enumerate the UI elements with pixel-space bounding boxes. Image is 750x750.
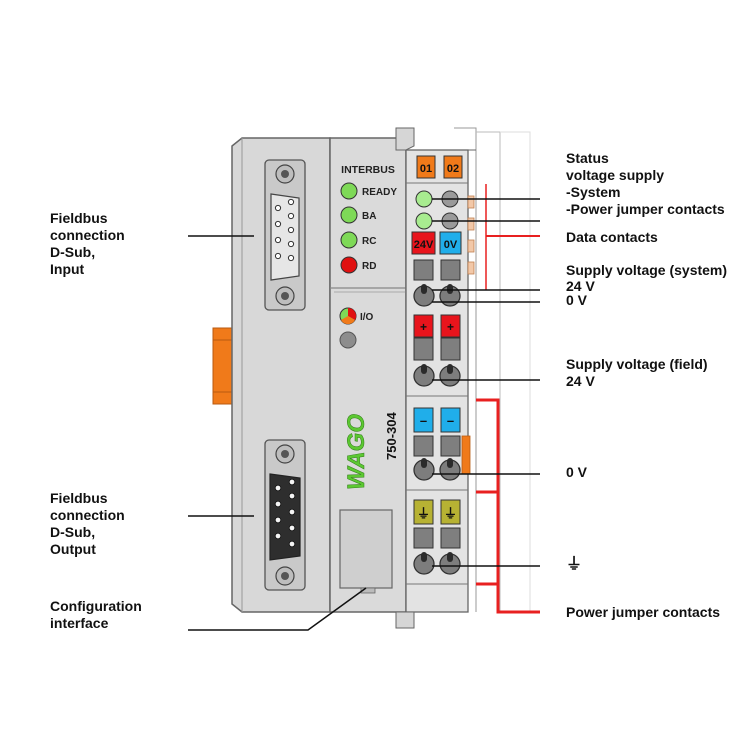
label-data-contacts: Data contacts [566,229,658,245]
label-supply-field: Supply voltage (field) 24 V [566,356,708,389]
configuration-interface-port [339,509,393,594]
ba-led [340,206,358,224]
status-leds: INTERBUS READY BA RC RD [340,164,397,274]
field-zero-markers: – – [413,407,461,433]
data-contacts-bracket [485,184,540,290]
label-status-voltage: Status voltage supply -System -Power jum… [566,150,725,217]
svg-text:02: 02 [447,163,459,175]
power-jumper-bracket [476,398,540,614]
leader-lines [188,198,540,631]
svg-text:+: + [447,320,454,334]
system-supply-markers: 24V 0V [411,231,462,255]
label-fieldbus-input: Fieldbus connection D-Sub, Input [50,210,125,277]
svg-text:+: + [420,320,427,334]
svg-text:–: – [447,413,454,428]
wago-logo: WAGO [343,413,371,490]
ready-led-label: READY [362,187,397,198]
label-zero-v: 0 V [566,464,588,480]
label-configuration-interface: Configuration interface [50,598,142,631]
svg-text:01: 01 [420,163,432,175]
terminal-status-leds [415,190,459,230]
svg-text:⏚: ⏚ [417,506,430,521]
io-label: I/O [360,312,374,323]
label-fieldbus-output: Fieldbus connection D-Sub, Output [50,490,125,557]
svg-text:⏚: ⏚ [444,506,457,521]
ba-led-label: BA [362,211,376,222]
rd-led [340,256,358,274]
dsub-output-connector [264,439,306,591]
din-rail-clip [212,327,234,405]
rc-led [340,231,358,249]
rd-led-label: RD [362,261,376,272]
ground-markers: ⏚ ⏚ [413,499,461,525]
field-supply-markers: + + [413,314,461,338]
io-status: I/O [339,307,374,349]
label-supply-system: Supply voltage (system) 24 V 0 V [566,262,728,308]
terminal-clamps [413,259,461,549]
rc-led-label: RC [362,236,376,247]
svg-text:0V: 0V [444,239,458,251]
svg-text:24V: 24V [414,239,434,251]
label-power-jumper-contacts: Power jumper contacts [566,604,721,620]
data-contact-tabs [467,195,475,275]
io-indicator [339,331,357,349]
clamp-holes [421,284,453,562]
ready-led [340,182,358,200]
svg-text:WAGO: WAGO [343,414,370,490]
dsub-input-connector [264,159,306,311]
terminal-dividers [406,182,468,585]
jumper-slider [461,435,471,475]
model-number: 750-304 [384,412,399,460]
svg-text:750-304: 750-304 [384,412,399,460]
terminal-numbers: 01 02 [416,155,463,179]
bus-name-label: INTERBUS [341,164,395,176]
svg-text:–: – [420,413,427,428]
label-ground: ⏚ [566,556,583,573]
